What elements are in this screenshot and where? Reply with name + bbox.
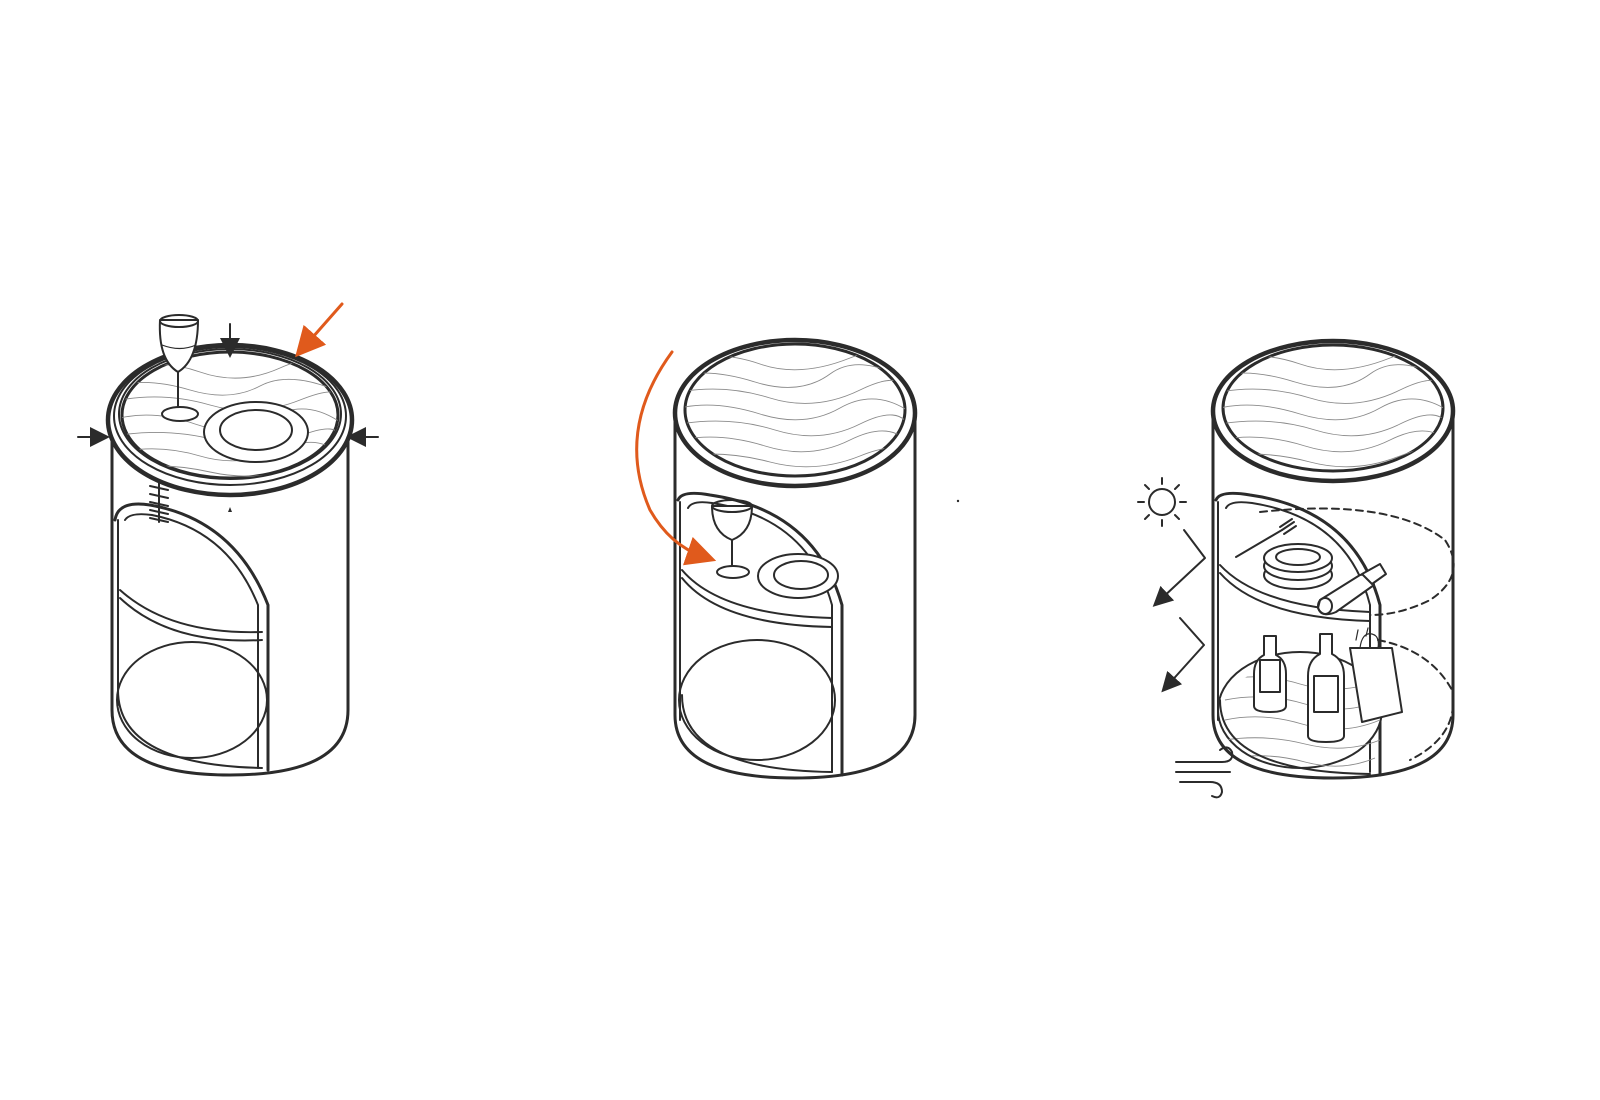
bottle-left-icon <box>1253 635 1287 713</box>
panel-storage-inside <box>635 337 960 780</box>
plate <box>203 401 309 463</box>
curved-accent-arrow-icon <box>635 350 717 566</box>
plates <box>1263 543 1333 590</box>
shopping-bag-icon <box>1349 627 1403 723</box>
plate <box>757 553 839 599</box>
wine-bottle-icon <box>1317 563 1387 616</box>
fork-icon <box>1235 518 1297 558</box>
panel-weather-protection <box>1137 338 1456 799</box>
direction-arrow-upper <box>1152 529 1206 607</box>
wine-glass-icon <box>158 314 199 422</box>
sun-icon <box>1137 477 1187 527</box>
accent-arrow-icon <box>295 302 344 358</box>
direction-arrow-lower <box>1161 617 1205 693</box>
bottle-right-icon <box>1307 633 1345 743</box>
panel-screw-on-tabletop <box>77 302 379 777</box>
wine-glass-icon <box>711 499 753 579</box>
wind-icon <box>1175 746 1234 799</box>
